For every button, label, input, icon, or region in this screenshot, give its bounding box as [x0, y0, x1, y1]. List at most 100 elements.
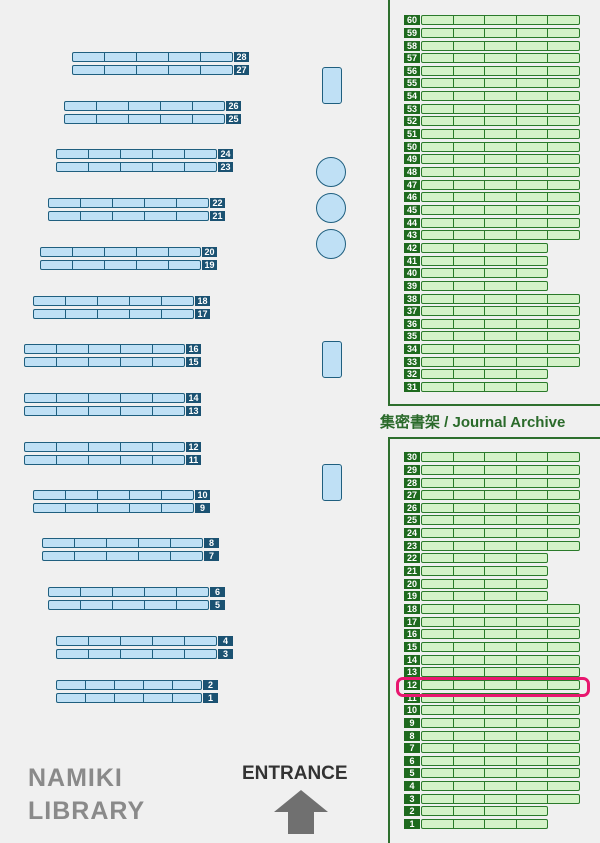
journal-shelf-number: 53	[404, 103, 420, 114]
main-shelf	[48, 211, 209, 221]
main-shelf	[24, 455, 185, 465]
journal-shelf	[421, 179, 580, 190]
journal-shelf-number: 41	[404, 255, 420, 266]
journal-shelf	[421, 217, 580, 228]
journal-shelf	[421, 667, 580, 678]
round-table	[316, 157, 346, 187]
journal-shelf	[421, 528, 580, 539]
journal-shelf	[421, 793, 580, 804]
journal-shelf	[421, 743, 580, 754]
journal-shelf	[421, 566, 548, 576]
main-shelf	[48, 600, 209, 610]
journal-shelf-number: 9	[404, 717, 420, 728]
reading-table	[322, 341, 342, 378]
journal-shelf	[421, 255, 548, 266]
main-shelf-number: 26	[226, 101, 241, 111]
journal-shelf	[421, 604, 580, 614]
main-shelf	[24, 406, 185, 416]
journal-shelf	[421, 502, 580, 513]
main-shelf-number: 28	[234, 52, 249, 62]
archive-wall	[388, 0, 390, 406]
main-shelf	[64, 101, 225, 111]
journal-shelf-number: 1	[404, 819, 420, 829]
journal-shelf	[421, 629, 580, 640]
main-shelf-number: 23	[218, 162, 233, 172]
journal-shelf-number: 7	[404, 743, 420, 754]
reading-table	[322, 464, 342, 501]
journal-shelf-number: 8	[404, 730, 420, 741]
journal-shelf	[421, 717, 580, 728]
journal-shelf-number: 22	[404, 553, 420, 564]
journal-shelf-number: 27	[404, 490, 420, 501]
round-table	[316, 229, 346, 259]
journal-shelf-number: 17	[404, 616, 420, 627]
journal-shelf	[421, 755, 580, 766]
main-shelf-number: 7	[204, 551, 219, 561]
journal-shelf-number: 6	[404, 755, 420, 766]
journal-shelf-number: 40	[404, 268, 420, 279]
main-shelf-number: 27	[234, 65, 249, 75]
main-shelf	[48, 198, 209, 208]
journal-shelf-number: 5	[404, 768, 420, 779]
journal-shelf	[421, 781, 580, 792]
journal-shelf-number: 47	[404, 179, 420, 190]
archive-wall	[388, 437, 600, 439]
archive-wall	[388, 437, 390, 843]
journal-shelf	[421, 65, 580, 76]
archive-wall	[388, 404, 600, 406]
journal-shelf-number: 11	[404, 692, 420, 703]
journal-shelf-number: 39	[404, 280, 420, 291]
journal-shelf	[421, 616, 580, 627]
main-shelf	[48, 587, 209, 597]
journal-shelf	[421, 78, 580, 89]
journal-shelf-number: 3	[404, 793, 420, 804]
journal-shelf	[421, 154, 580, 165]
journal-shelf-number: 26	[404, 502, 420, 513]
journal-shelf	[421, 230, 580, 241]
journal-shelf	[421, 268, 548, 279]
journal-shelf	[421, 204, 580, 215]
journal-shelf	[421, 591, 548, 602]
journal-shelf	[421, 654, 580, 665]
journal-shelf	[421, 53, 580, 64]
main-shelf	[56, 680, 202, 690]
journal-shelf	[421, 15, 580, 26]
main-shelf	[40, 247, 201, 257]
main-shelf	[42, 551, 203, 561]
main-shelf-number: 24	[218, 149, 233, 159]
journal-shelf	[421, 306, 580, 317]
main-shelf-number: 14	[186, 393, 201, 403]
journal-shelf	[421, 679, 580, 690]
journal-shelf	[421, 490, 580, 501]
main-shelf	[33, 309, 194, 319]
journal-shelf-number: 46	[404, 192, 420, 203]
main-shelf	[40, 260, 201, 270]
entrance-label: ENTRANCE	[242, 763, 348, 784]
round-table	[316, 193, 346, 223]
main-shelf	[56, 162, 217, 172]
journal-shelf	[421, 515, 580, 526]
journal-shelf	[421, 730, 580, 741]
journal-shelf	[421, 692, 580, 703]
journal-shelf-number: 36	[404, 318, 420, 329]
journal-shelf	[421, 167, 580, 177]
journal-shelf-number: 43	[404, 230, 420, 241]
main-shelf-number: 1	[203, 693, 218, 703]
journal-shelf-number: 58	[404, 40, 420, 51]
journal-shelf	[421, 141, 580, 152]
main-shelf-number: 15	[186, 357, 201, 367]
journal-shelf-number: 10	[404, 705, 420, 716]
journal-shelf	[421, 344, 580, 355]
journal-shelf-number: 4	[404, 781, 420, 792]
journal-shelf	[421, 103, 580, 114]
journal-shelf	[421, 91, 580, 102]
main-shelf	[24, 357, 185, 367]
journal-shelf-number: 18	[404, 604, 420, 614]
journal-shelf-number: 33	[404, 356, 420, 367]
journal-shelf	[421, 578, 548, 589]
journal-shelf	[421, 242, 548, 253]
main-shelf-number: 20	[202, 247, 217, 257]
journal-shelf-number: 35	[404, 331, 420, 342]
main-shelf	[72, 65, 233, 75]
main-shelf-number: 4	[218, 636, 233, 646]
